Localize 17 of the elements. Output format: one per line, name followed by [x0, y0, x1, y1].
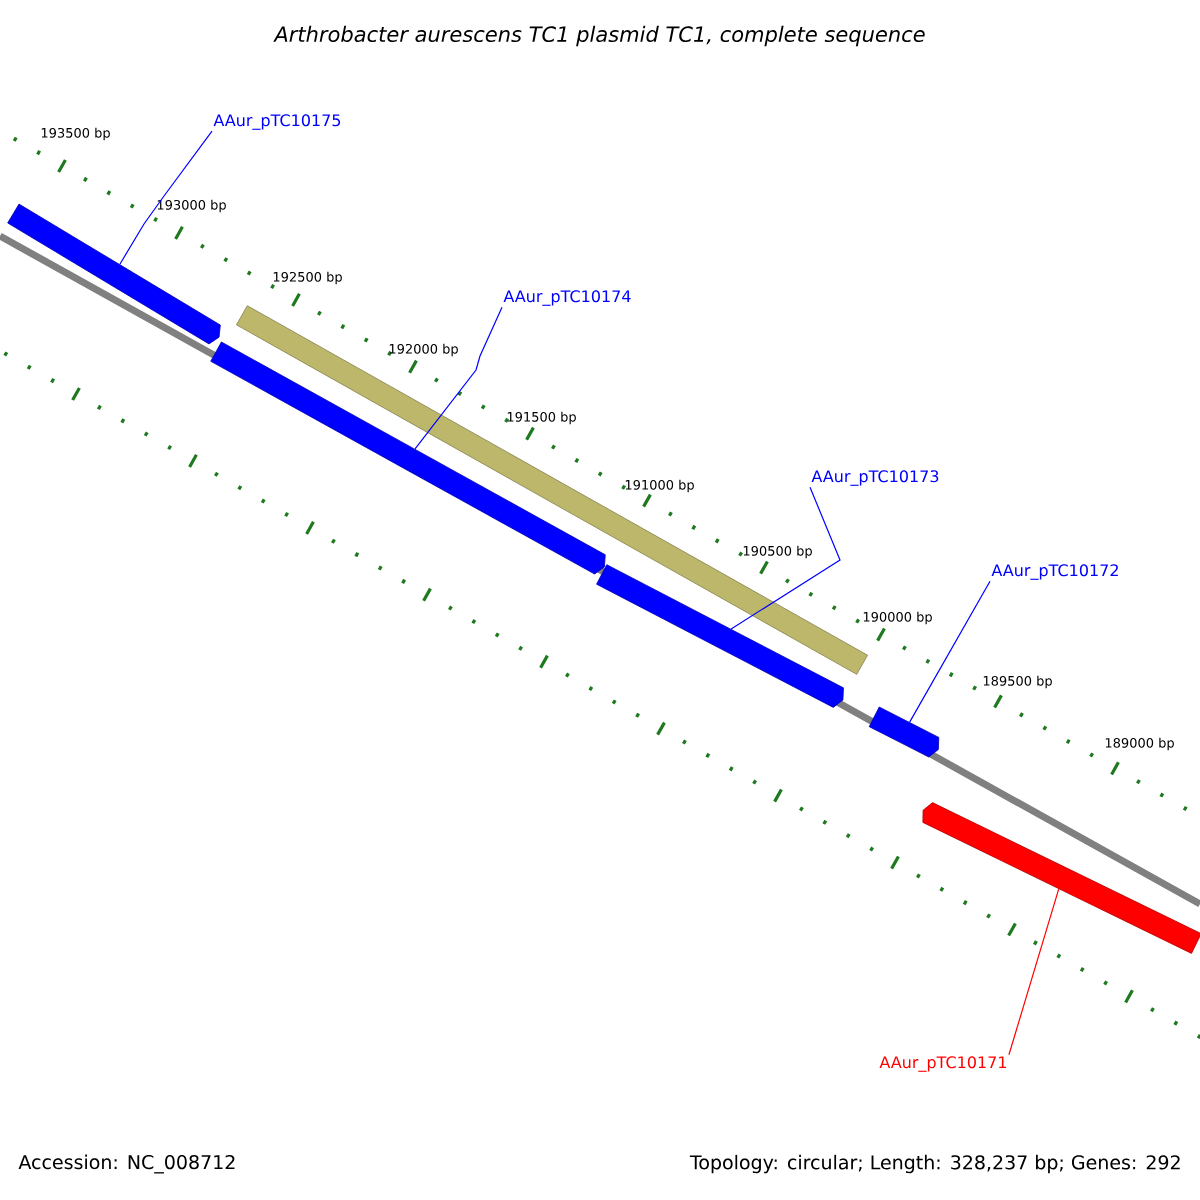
- gene-label: AAur_pTC10175: [213, 114, 341, 130]
- leader-line: [1008, 888, 1060, 1056]
- gene-bar: [922, 802, 1200, 954]
- gene-label: AAur_pTC10174: [503, 290, 631, 306]
- gene-bar: [596, 564, 844, 708]
- leader-line: [414, 306, 503, 450]
- accession-text: Accession: NC_008712: [18, 1154, 235, 1174]
- leader-line: [909, 580, 991, 723]
- gene-label: AAur_pTC10172: [991, 564, 1118, 580]
- summary-text: Topology: circular; Length: 328,237 bp; Genes: 292: [689, 1154, 1180, 1174]
- gene-bar: [868, 706, 940, 758]
- leader-line: [730, 486, 841, 630]
- leader-line: [119, 130, 213, 265]
- gene-label: AAur_pTC10171: [879, 1056, 1007, 1072]
- gene-label: AAur_pTC10173: [811, 470, 939, 486]
- gene-bar: [210, 341, 606, 575]
- title: Arthrobacter aurescens TC1 plasmid TC1, complete sequence: [273, 25, 925, 47]
